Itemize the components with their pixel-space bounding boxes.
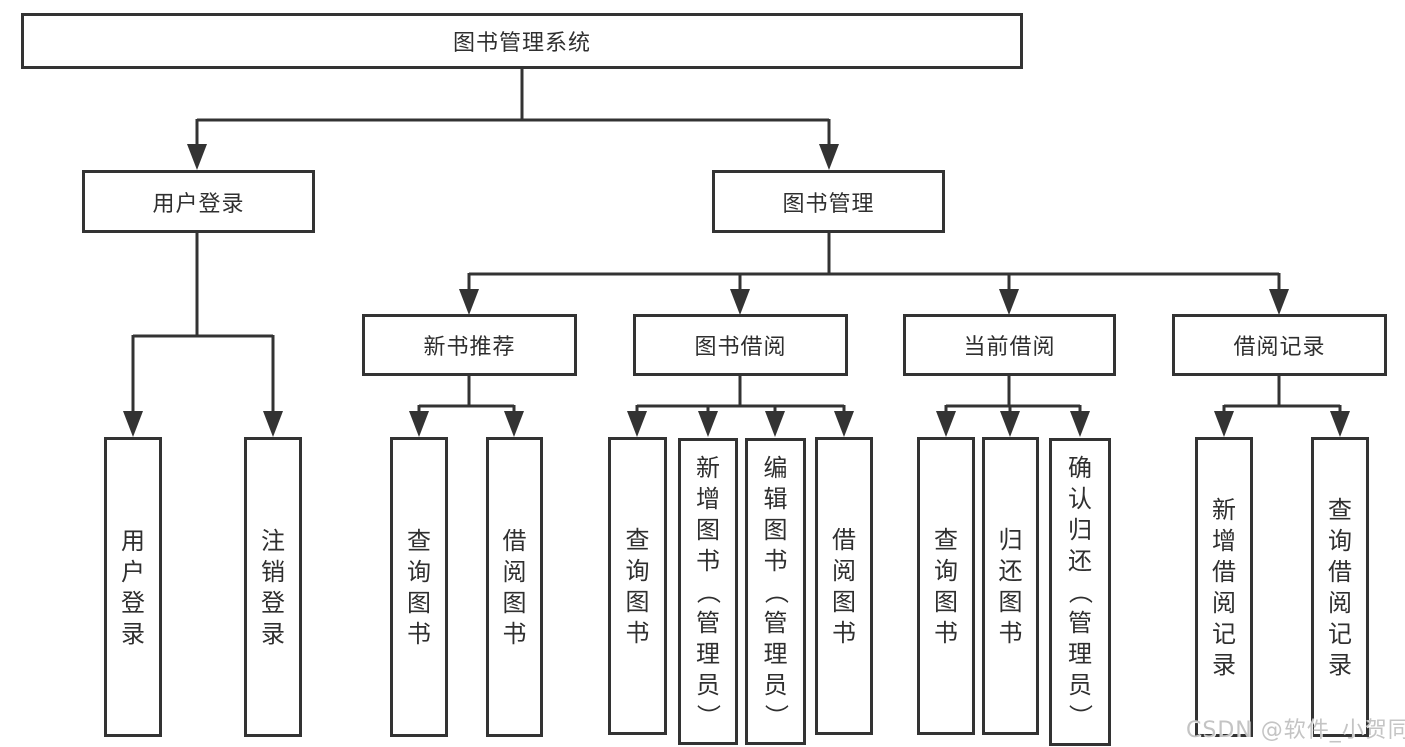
vertical-char: 书 (934, 618, 958, 647)
vertical-char: 借 (1212, 557, 1236, 586)
node-module-new-book: 新书推荐 (362, 314, 577, 376)
vertical-char: 询 (625, 556, 650, 585)
vertical-char: 户 (121, 557, 145, 586)
edge-arrowheads (123, 144, 1350, 437)
leaf-borrow-edit-books-admin: 编辑图书 （ 管理员 ） (745, 438, 806, 745)
vertical-char: 记 (1328, 619, 1352, 648)
vertical-char: 增 (696, 484, 720, 513)
leaf-borrow-add-books-admin: 新增图书 （ 管理员 ） (678, 438, 738, 745)
vertical-char: 员 (1068, 671, 1092, 699)
vertical-char: （ (694, 579, 722, 604)
vertical-char: 还 (998, 556, 1023, 585)
leaf-records-query-record: 查询借阅记录 (1311, 437, 1369, 737)
vertical-char: 查 (934, 525, 958, 554)
vertical-char: 图 (502, 588, 527, 617)
vertical-char: 归 (998, 525, 1023, 554)
node-module-current-borrow: 当前借阅 (903, 314, 1116, 376)
vertical-char: 管 (1068, 609, 1092, 637)
vertical-char: 登 (261, 588, 285, 617)
vertical-char: 录 (261, 619, 285, 648)
vertical-char: （ (1066, 580, 1094, 604)
leaf-current-query-books: 查询图书 (917, 437, 975, 735)
vertical-char: 图 (998, 587, 1023, 616)
vertical-char: 询 (934, 556, 958, 585)
vertical-char: 书 (832, 618, 856, 647)
leaf-newbook-borrow-books: 借阅图书 (486, 437, 543, 737)
vertical-char: 还 (1068, 547, 1092, 575)
vertical-char: 阅 (832, 556, 856, 585)
vertical-char: ） (694, 703, 722, 728)
vertical-char: 认 (1068, 485, 1092, 513)
leaf-borrow-query-books: 查询图书 (608, 437, 667, 735)
vertical-char: ） (761, 703, 790, 728)
vertical-char: 管 (763, 608, 788, 637)
node-book-management-branch: 图书管理 (712, 170, 945, 233)
vertical-char: 用 (121, 526, 145, 555)
vertical-char: 理 (1068, 640, 1092, 668)
vertical-char: 图 (696, 515, 720, 544)
vertical-char: 新 (1212, 495, 1236, 524)
vertical-char: 归 (1068, 516, 1092, 544)
vertical-char: 图 (763, 515, 788, 544)
vertical-char: 查 (625, 525, 650, 554)
vertical-char: 查 (1328, 495, 1352, 524)
vertical-char: 询 (407, 557, 431, 586)
vertical-char: 管 (696, 608, 720, 637)
vertical-char: 借 (1328, 557, 1352, 586)
vertical-char: 图 (625, 587, 650, 616)
leaf-records-add-record: 新增借阅记录 (1195, 437, 1253, 737)
vertical-char: 登 (121, 588, 145, 617)
vertical-char: 书 (763, 546, 788, 575)
vertical-char: 阅 (1212, 588, 1236, 617)
leaf-logout: 注销登录 (244, 437, 302, 737)
vertical-char: 阅 (1328, 588, 1352, 617)
csdn-watermark: CSDN @软件_小贺同学 (1186, 718, 1405, 743)
vertical-char: 书 (998, 618, 1023, 647)
node-module-borrow-records: 借阅记录 (1172, 314, 1387, 376)
vertical-char: 理 (763, 639, 788, 668)
leaf-current-confirm-return-admin: 确认归还 （ 管理员 ） (1049, 438, 1111, 746)
vertical-char: 图 (832, 587, 856, 616)
vertical-char: 图 (407, 588, 431, 617)
vertical-char: 书 (625, 618, 650, 647)
vertical-char: 新 (696, 453, 720, 482)
vertical-char: 书 (407, 619, 431, 648)
vertical-char: ） (1066, 704, 1094, 728)
vertical-char: 询 (1328, 526, 1352, 555)
node-module-book-borrow: 图书借阅 (633, 314, 848, 376)
vertical-char: 录 (121, 619, 145, 648)
vertical-char: 图 (934, 587, 958, 616)
vertical-char: 查 (407, 526, 431, 555)
vertical-char: 阅 (502, 557, 527, 586)
vertical-char: 销 (261, 557, 285, 586)
vertical-char: 书 (696, 546, 720, 575)
leaf-user-login: 用户登录 (104, 437, 162, 737)
leaf-newbook-query-books: 查询图书 (390, 437, 448, 737)
leaf-borrow-borrow-books: 借阅图书 (815, 437, 873, 735)
vertical-char: 录 (1328, 650, 1352, 679)
node-user-login-branch: 用户登录 (82, 170, 315, 233)
vertical-char: 编 (763, 453, 788, 482)
vertical-char: 辑 (763, 484, 788, 513)
vertical-char: 借 (832, 525, 856, 554)
vertical-char: 员 (763, 670, 788, 699)
vertical-char: 理 (696, 639, 720, 668)
vertical-char: 增 (1212, 526, 1236, 555)
leaf-current-return-books: 归还图书 (982, 437, 1039, 735)
node-root-system: 图书管理系统 (21, 13, 1023, 69)
vertical-char: 录 (1212, 650, 1236, 679)
vertical-char: 确 (1068, 454, 1092, 482)
vertical-char: 员 (696, 670, 720, 699)
vertical-char: 记 (1212, 619, 1236, 648)
vertical-char: 书 (502, 619, 527, 648)
vertical-char: （ (761, 579, 790, 604)
vertical-char: 借 (502, 526, 527, 555)
vertical-char: 注 (261, 526, 285, 555)
